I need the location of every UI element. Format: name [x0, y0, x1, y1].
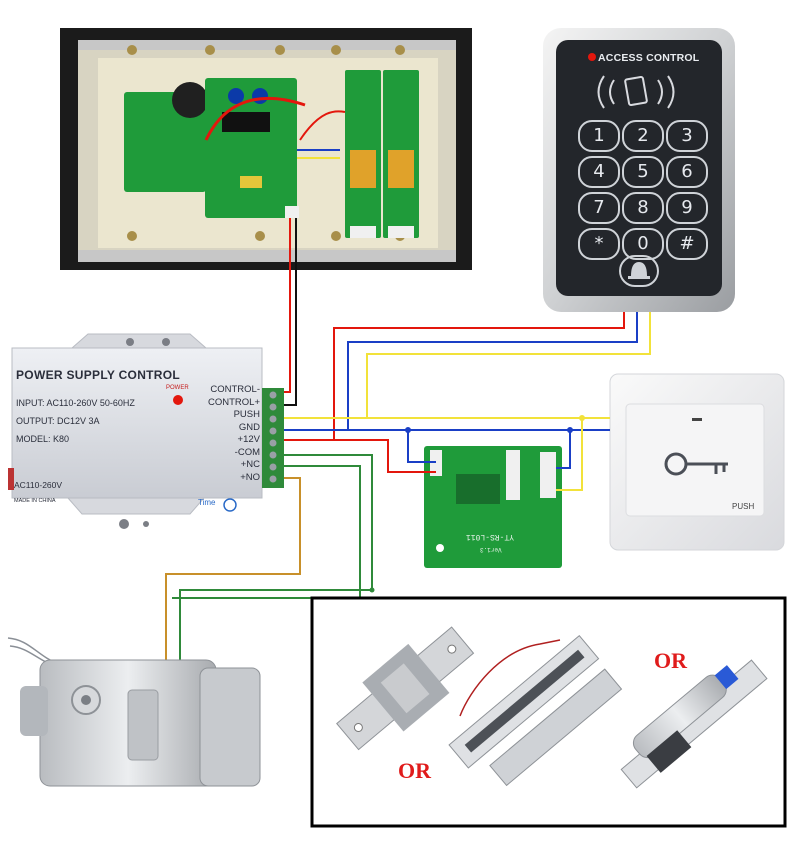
relay-module: YT-RS-L011 Ver1.3	[424, 446, 562, 568]
psu-terminal-label: PUSH	[233, 409, 260, 420]
psu-terminal-label: CONTROL+	[208, 396, 260, 408]
exit-button-body	[609, 373, 785, 551]
psu-power-label: POWER	[166, 385, 189, 391]
psu-output-spec: OUTPUT: DC12V 3A	[16, 416, 100, 426]
psu-terminal-label: GND	[238, 421, 260, 433]
keypad-key[interactable]: 8	[622, 192, 664, 224]
wiring	[165, 218, 651, 660]
electric-lock-body	[7, 637, 261, 787]
lock-alternatives-frame	[310, 596, 787, 828]
psu-made-in: MADE IN CHINA	[14, 498, 56, 504]
psu-ac-label: AC110-260V	[14, 480, 63, 490]
psu-terminal-label: CONTROL-	[210, 384, 260, 395]
psu-model: MODEL: K80	[16, 434, 70, 444]
power-supply: POWER SUPPLY CONTROL POWER INPUT: AC110-…	[12, 348, 284, 507]
exit-button[interactable]: PUSH	[610, 374, 784, 550]
keypad-key[interactable]: 7	[578, 192, 620, 224]
keypad-key[interactable]: 1	[578, 120, 620, 152]
psu-input-spec: INPUT: AC110-260V 50-60HZ	[16, 398, 135, 408]
psu-terminal-label: +NC	[240, 459, 260, 470]
keypad-key[interactable]: *	[578, 228, 620, 260]
psu-terminal-label: -COM	[234, 446, 260, 458]
or-label-1: OR	[654, 648, 687, 673]
psu-terminal-label: +NO	[240, 471, 260, 483]
controller-enclosure	[60, 28, 472, 270]
psu-title: POWER SUPPLY CONTROL	[16, 368, 181, 382]
exit-button-label: PUSH	[732, 502, 755, 511]
keypad-key[interactable]: 0	[622, 228, 664, 260]
electric-rim-lock	[20, 660, 260, 786]
keypad-key[interactable]: 4	[578, 156, 620, 188]
keypad-key[interactable]: 6	[666, 156, 708, 188]
keypad-key[interactable]: 5	[622, 156, 664, 188]
electric-bolt-lock	[610, 660, 780, 810]
keypad-key[interactable]: 9	[666, 192, 708, 224]
or-label-2: OR	[398, 758, 431, 783]
psu-time-label: Time	[198, 498, 216, 507]
relay-silk-model: YT-RS-L011	[466, 532, 515, 541]
keypad-brand-label: ACCESS CONTROL	[598, 52, 700, 64]
relay-silk-version: Ver1.3	[480, 546, 502, 553]
keypad-key[interactable]: 3	[666, 120, 708, 152]
keypad-key[interactable]: 2	[622, 120, 664, 152]
psu-terminal-label: +12V	[237, 434, 260, 445]
keypad-key[interactable]: #	[666, 228, 708, 260]
relay-module-body	[424, 446, 562, 568]
power-supply-body	[8, 333, 284, 529]
